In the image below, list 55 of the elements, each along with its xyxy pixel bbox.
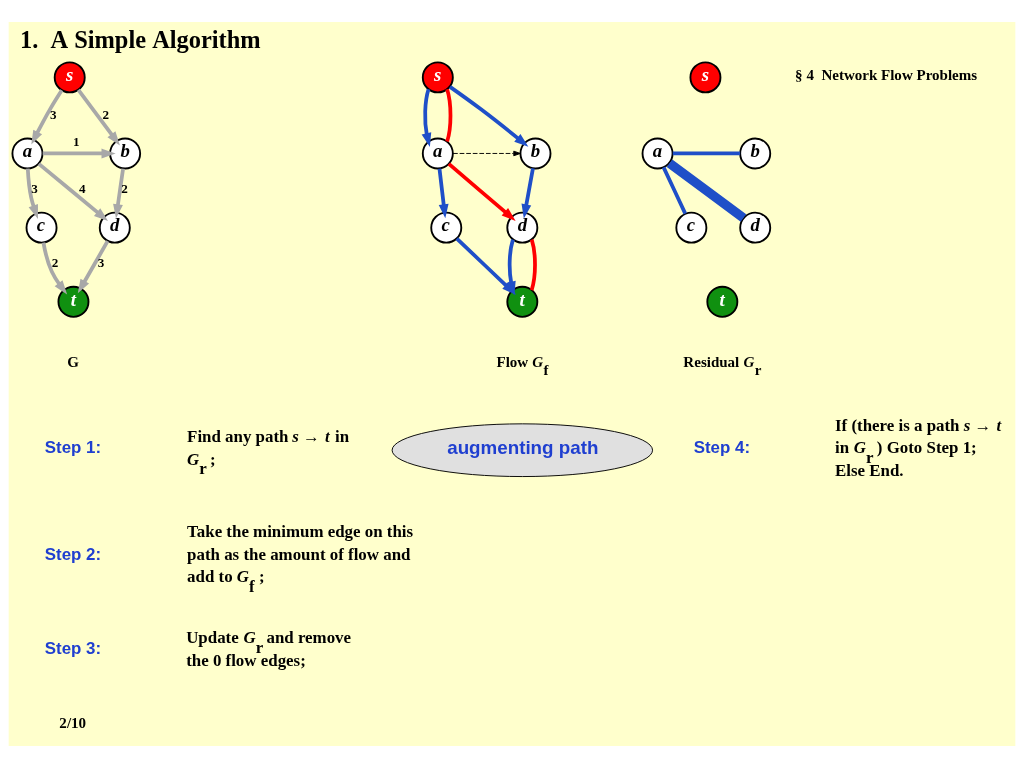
arrow (42, 148, 116, 159)
node-circle: c (675, 211, 708, 244)
label: Step 1: (44, 438, 102, 458)
label: Step 3: (44, 639, 102, 659)
arrow (77, 240, 110, 294)
node-circle: d (739, 211, 772, 244)
node-circle: a (11, 137, 44, 170)
arrow (506, 239, 516, 296)
connector (666, 159, 747, 222)
arrow (447, 162, 516, 221)
diagram-title: 1. A Simple Algorithm (19, 26, 261, 54)
arrow (421, 88, 432, 148)
arrow (448, 85, 529, 147)
node-circle: b (109, 137, 142, 170)
node-circle: s (53, 61, 86, 94)
arrow (437, 168, 449, 219)
node-circle: c (430, 211, 463, 244)
arrow (452, 150, 521, 157)
arrow (521, 168, 535, 219)
connector (672, 151, 741, 156)
arrow (41, 242, 68, 295)
arrow (37, 162, 109, 222)
label: G (67, 354, 80, 371)
node-circle: b (519, 137, 552, 170)
arrow (31, 89, 64, 145)
node-circle: t (706, 285, 739, 318)
arrow (76, 88, 120, 146)
edge-label: 2 (121, 181, 128, 197)
edge-label: 2 (102, 106, 110, 122)
node-circle: d (98, 211, 131, 244)
node-circle: a (421, 137, 454, 170)
node-circle: a (641, 137, 674, 170)
edge-label: 1 (73, 134, 80, 150)
node-circle: s (421, 61, 454, 94)
arrow (113, 168, 125, 219)
connector (529, 239, 537, 291)
node-circle: c (25, 211, 58, 244)
node-ellipse: augmenting path (391, 423, 654, 478)
connector (661, 166, 687, 215)
edge-label: 2 (51, 255, 59, 271)
label: § 4 Network Flow Problems (795, 67, 978, 84)
label: 2/10 (59, 714, 87, 731)
node-circle: t (57, 285, 90, 318)
label: Step 2: (44, 544, 102, 564)
edge-label: 3 (49, 106, 57, 122)
connector (445, 88, 453, 143)
node-circle: s (689, 61, 722, 94)
edge-label: 4 (79, 181, 86, 197)
edge-label: 3 (97, 255, 105, 271)
node-circle: t (506, 285, 539, 318)
node-circle: d (506, 211, 539, 244)
edge-label: 3 (31, 181, 38, 197)
label: Step 4: (693, 438, 751, 458)
arrow (25, 168, 38, 219)
node-circle: b (739, 137, 772, 170)
